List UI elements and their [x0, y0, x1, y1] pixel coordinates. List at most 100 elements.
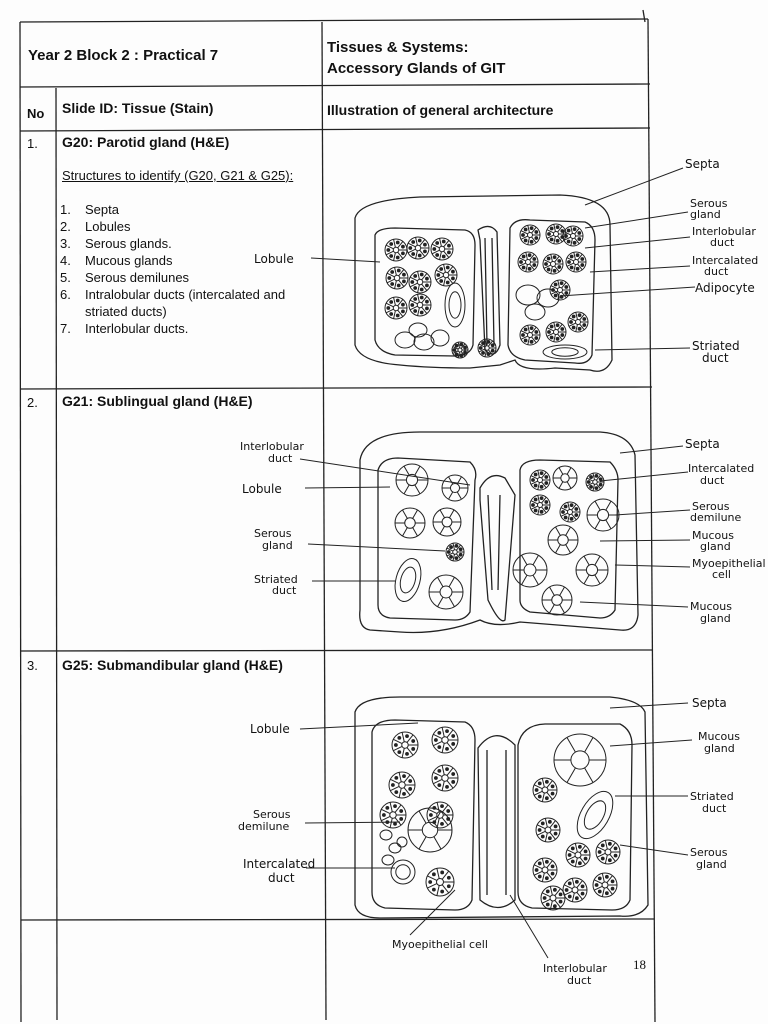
- adipocyte: [381, 854, 395, 866]
- serous-acinus: [519, 224, 541, 246]
- adipocyte: [396, 836, 408, 848]
- label-mucous-gland-2b: gland: [700, 612, 731, 625]
- mucous-acinus: [394, 507, 426, 539]
- mucous-acinus: [553, 733, 607, 787]
- label-striated-duct-2: duct: [272, 584, 297, 597]
- serous-acinus: [391, 731, 419, 759]
- label-lobule: Lobule: [254, 252, 294, 266]
- adipocyte: [413, 333, 435, 351]
- serous-acinus: [545, 321, 567, 343]
- mucous-acinus: [395, 463, 429, 497]
- label-adipocyte: Adipocyte: [695, 281, 755, 295]
- serous-acinus: [426, 801, 454, 829]
- serous-acinus: [384, 238, 408, 262]
- serous-acinus: [532, 857, 558, 883]
- striated-duct: [542, 344, 588, 360]
- topic-line-1: Tissues & Systems:: [327, 39, 469, 56]
- striated-duct: [390, 859, 416, 885]
- striated-duct: [444, 282, 466, 328]
- label-serous-demilune-1: Serous: [692, 500, 730, 513]
- serous-acinus: [406, 236, 430, 260]
- serous-acinus: [565, 842, 591, 868]
- striated-duct: [394, 558, 422, 602]
- list-item: 1.Septa: [60, 202, 119, 217]
- adipocyte: [379, 829, 393, 841]
- label-myoepithelial-cell: Myoepithelial cell: [392, 938, 488, 951]
- serous-acinus: [562, 225, 584, 247]
- label-intercalated-duct-2: duct: [268, 871, 295, 885]
- slide-title-sublingual: G21: Sublingual gland (H&E): [62, 393, 253, 409]
- label-serous-gland-1: Serous: [690, 846, 728, 859]
- row-number: 1.: [27, 136, 38, 151]
- label-septa: Septa: [692, 696, 727, 710]
- label-striated-duct-1: Striated: [690, 790, 734, 803]
- label-mucous-gland-1: Mucous: [692, 529, 734, 542]
- serous-acinus: [477, 338, 497, 358]
- serous-acinus: [385, 266, 409, 290]
- serous-acinus: [408, 293, 432, 317]
- label-interlobular-duct-1: Interlobular: [692, 225, 756, 238]
- adipocyte: [524, 303, 546, 321]
- adipocyte: [388, 842, 402, 854]
- serous-acinus: [434, 263, 458, 287]
- label-septa: Septa: [685, 437, 720, 451]
- list-item: 3.Serous glands.: [60, 236, 172, 251]
- serous-acinus: [384, 296, 408, 320]
- list-item: 2.Lobules: [60, 219, 131, 234]
- label-myoepithelial-cell-1: Myoepithelial: [692, 557, 766, 570]
- column-header-illustration: Illustration of general architecture: [327, 102, 554, 118]
- label-striated-duct-2: duct: [702, 802, 727, 815]
- label-interlobular-duct-2: duct: [710, 236, 735, 249]
- serous-acinus: [559, 501, 581, 523]
- serous-acinus: [445, 542, 465, 562]
- slide-title-submandibular: G25: Submandibular gland (H&E): [62, 657, 283, 673]
- serous-acinus: [388, 771, 416, 799]
- serous-acinus: [408, 270, 432, 294]
- serous-acinus: [431, 764, 459, 792]
- mucous-acinus: [441, 474, 469, 502]
- serous-acinus: [595, 839, 621, 865]
- serous-acinus: [425, 867, 455, 897]
- adipocyte: [515, 284, 541, 306]
- serous-acinus: [535, 817, 561, 843]
- slide-title-parotid: G20: Parotid gland (H&E): [62, 134, 230, 150]
- label-serous-gland-2: gland: [696, 858, 727, 871]
- label-intercalated-duct-1: Intercalated: [243, 857, 315, 871]
- label-lobule: Lobule: [250, 722, 290, 736]
- label-intercalated-duct-1: Intercalated: [692, 254, 758, 267]
- list-item: 6.Intralobular ducts (intercalated and: [60, 287, 286, 302]
- label-septa: Septa: [685, 157, 720, 171]
- label-interlobular-duct-1: Interlobular: [240, 440, 304, 453]
- serous-acinus: [562, 877, 588, 903]
- label-serous-demilune-2: demilune: [690, 511, 742, 524]
- serous-acinus: [451, 341, 469, 359]
- mucous-acinus: [432, 507, 462, 537]
- serous-acinus: [567, 311, 589, 333]
- adipocyte: [536, 288, 560, 308]
- mucous-acinus: [575, 553, 609, 587]
- label-interlobular-duct-2: duct: [268, 452, 293, 465]
- adipocyte: [408, 322, 428, 338]
- label-interlobular-duct-2: duct: [567, 974, 592, 987]
- label-intercalated-duct-1: Intercalated: [688, 462, 754, 475]
- label-intercalated-duct-2: duct: [704, 265, 729, 278]
- label-mucous-gland-1b: gland: [700, 540, 731, 553]
- structures-list: 1.Septa 2.Lobules 3.Serous glands. 4.Muc…: [60, 201, 320, 337]
- mucous-acinus: [512, 552, 548, 588]
- mucous-acinus: [552, 465, 578, 491]
- label-serous-gland-1: Serous: [690, 197, 728, 210]
- serous-acinus: [431, 726, 459, 754]
- column-header-no: No: [27, 106, 45, 121]
- serous-acinus: [592, 872, 618, 898]
- mucous-acinus: [547, 524, 579, 556]
- mucous-acinus: [407, 807, 453, 853]
- serous-acinus: [517, 251, 539, 273]
- mucous-acinus: [428, 574, 464, 610]
- practical-title: Year 2 Block 2 : Practical 7: [28, 47, 219, 64]
- row-number: 2.: [27, 395, 38, 410]
- label-intercalated-duct-2: duct: [700, 474, 725, 487]
